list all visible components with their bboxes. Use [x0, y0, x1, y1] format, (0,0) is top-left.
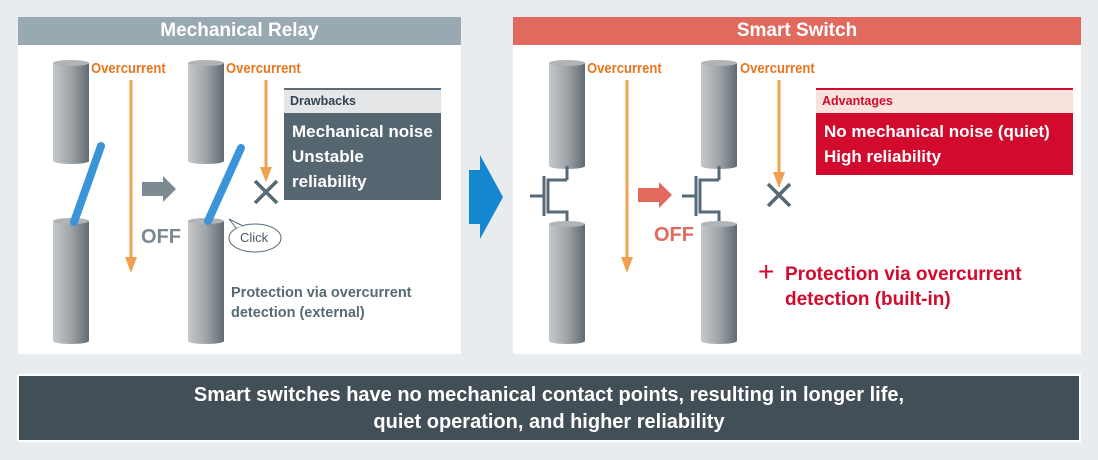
advantages-box: Advantages No mechanical noise (quiet) H…: [816, 88, 1073, 175]
relay-2-upper-contact: [188, 60, 224, 164]
plus-icon: +: [758, 256, 775, 287]
protection-line-2: detection (built-in): [785, 289, 951, 310]
overcurrent-label: Overcurrent: [740, 61, 815, 77]
current-arrow-1: [125, 80, 137, 273]
drawbacks-title: Drawbacks: [284, 88, 441, 113]
switch-1-lower-contact: [549, 221, 585, 344]
current-arrow-2: [260, 80, 272, 182]
protection-line-2: detection (external): [231, 305, 365, 321]
summary-banner: Smart switches have no mechanical contac…: [17, 374, 1081, 442]
overcurrent-label: Overcurrent: [226, 61, 301, 77]
click-label: Click: [240, 230, 269, 245]
switch-transition-arrow: [638, 182, 672, 208]
advantages-title: Advantages: [816, 88, 1073, 113]
overcurrent-label: Overcurrent: [587, 61, 662, 77]
drawback-item: Mechanical noise: [292, 122, 433, 141]
comparison-arrow: [469, 155, 503, 239]
protection-line-1: Protection via overcurrent: [785, 264, 1022, 285]
switch-1-upper-contact: [549, 60, 585, 169]
relay-transition-arrow: [142, 176, 176, 202]
summary-line-1: Smart switches have no mechanical contac…: [193, 384, 905, 406]
advantage-item: High reliability: [824, 147, 942, 166]
protection-external-text: Protection via overcurrent detection (ex…: [231, 283, 412, 323]
blocked-x-icon-2: [766, 182, 792, 208]
drawbacks-box: Drawbacks Mechanical noise Unstable reli…: [284, 88, 441, 200]
drawback-item: Unstable reliability: [292, 147, 367, 191]
relay-2-armature-open: [204, 144, 245, 225]
current-arrow-4: [773, 80, 785, 188]
blocked-x-icon: [253, 179, 279, 205]
off-label: OFF: [141, 226, 181, 248]
switch-2-lower-contact: [701, 221, 737, 344]
protection-line-1: Protection via overcurrent: [231, 285, 412, 301]
overcurrent-label: Overcurrent: [91, 61, 166, 77]
switch-2-mosfet-icon: [682, 166, 721, 224]
relay-2-lower-contact: [188, 218, 224, 344]
current-arrow-3: [621, 80, 633, 273]
mechanical-relay-title: Mechanical Relay: [18, 17, 461, 45]
summary-line-2: quiet operation, and higher reliability: [373, 411, 725, 433]
switch-1-mosfet-icon: [530, 166, 569, 224]
protection-builtin-text: Protection via overcurrent detection (bu…: [785, 262, 1022, 312]
click-speech-bubble: [228, 218, 282, 253]
relay-1-lower-contact: [53, 218, 89, 344]
relay-1-armature: [70, 142, 105, 226]
switch-2-upper-contact: [701, 60, 737, 169]
relay-1-upper-contact: [53, 60, 89, 164]
advantage-item: No mechanical noise (quiet): [824, 122, 1050, 141]
off-label: OFF: [654, 224, 694, 246]
